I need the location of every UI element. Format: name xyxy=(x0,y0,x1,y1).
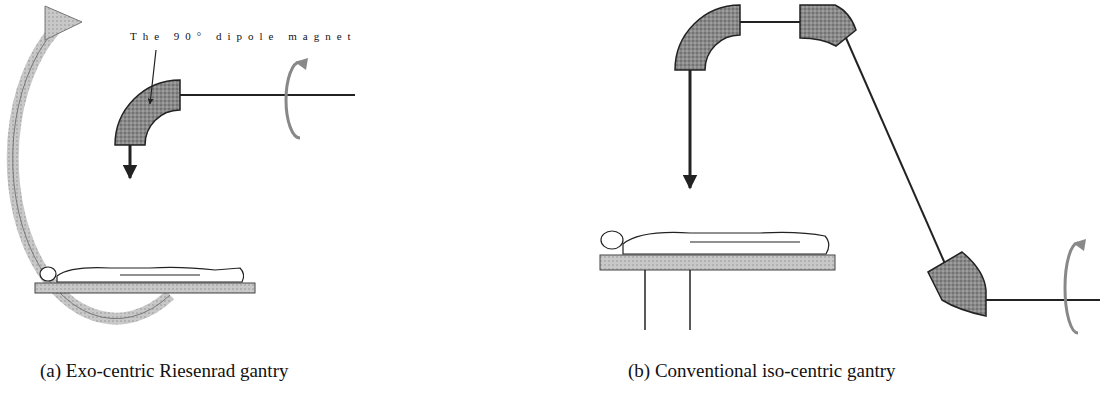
beam-line xyxy=(846,38,946,266)
figure-caption: (b) Conventional iso-centric gantry xyxy=(628,360,896,382)
beam-line xyxy=(740,21,800,23)
beam-arrow xyxy=(689,70,692,188)
figure-caption: (a) Exo-centric Riesenrad gantry xyxy=(40,360,288,382)
patient xyxy=(601,231,829,254)
dipole-magnet xyxy=(928,252,986,316)
beam-line xyxy=(986,299,1100,301)
rotation-arrow xyxy=(286,58,308,138)
table-leg xyxy=(689,270,691,330)
patient xyxy=(40,267,244,282)
table-leg xyxy=(644,270,646,330)
beam-line xyxy=(180,94,355,96)
dipole-magnet xyxy=(675,5,740,70)
rotation-arrow xyxy=(1065,239,1086,333)
dipole-magnet xyxy=(115,80,180,145)
leader-line xyxy=(150,50,156,104)
table xyxy=(35,283,255,293)
beam-arrow xyxy=(129,145,132,178)
table xyxy=(600,255,835,270)
part-label: The 90° dipole magnet xyxy=(130,30,357,42)
